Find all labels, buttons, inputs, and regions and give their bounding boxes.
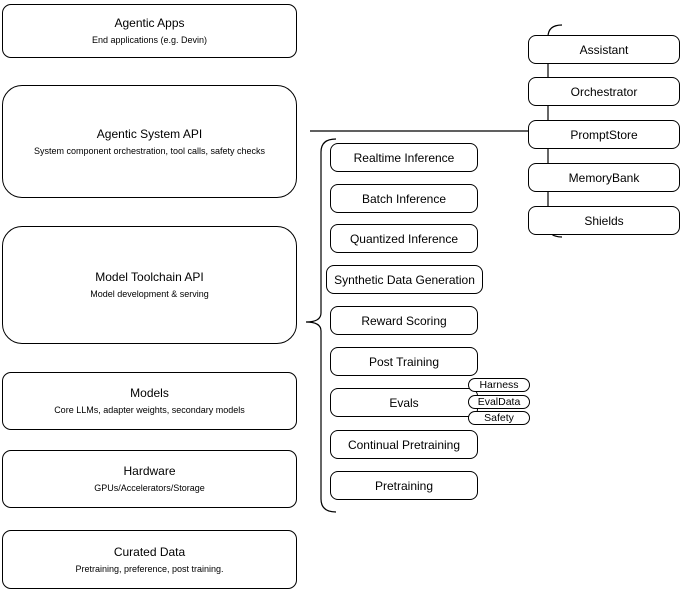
node-label: MemoryBank xyxy=(568,170,640,185)
node-curated-data: Curated Data Pretraining, preference, po… xyxy=(2,530,297,589)
node-subtitle: End applications (e.g. Devin) xyxy=(91,35,208,45)
node-title: Agentic Apps xyxy=(114,16,185,30)
node-subtitle: Model development & serving xyxy=(90,289,209,299)
node-assistant: Assistant xyxy=(528,35,680,64)
node-post-training: Post Training xyxy=(330,347,478,376)
node-hardware: Hardware GPUs/Accelerators/Storage xyxy=(2,450,297,508)
node-subtitle: System component orchestration, tool cal… xyxy=(33,145,266,156)
node-title: Agentic System API xyxy=(96,126,203,141)
node-label: Quantized Inference xyxy=(349,231,459,246)
node-label: PromptStore xyxy=(570,127,638,142)
node-label: Assistant xyxy=(579,42,629,57)
tag-harness: Harness xyxy=(468,378,530,392)
node-agentic-apps: Agentic Apps End applications (e.g. Devi… xyxy=(2,4,297,58)
node-memorybank: MemoryBank xyxy=(528,163,680,192)
tag-label: Safety xyxy=(484,412,514,424)
node-label: Post Training xyxy=(368,354,440,369)
node-models: Models Core LLMs, adapter weights, secon… xyxy=(2,372,297,430)
node-evals: Evals xyxy=(330,388,478,417)
node-synthetic-data-generation: Synthetic Data Generation xyxy=(326,265,483,294)
node-title: Curated Data xyxy=(113,544,186,559)
node-label: Evals xyxy=(389,395,419,410)
node-title: Hardware xyxy=(123,464,176,478)
node-batch-inference: Batch Inference xyxy=(330,184,478,213)
tag-safety: Safety xyxy=(468,411,530,425)
node-label: Pretraining xyxy=(374,478,434,493)
node-label: Shields xyxy=(584,213,624,228)
node-title: Models xyxy=(130,386,169,400)
tag-evaldata: EvalData xyxy=(468,395,530,409)
node-label: Orchestrator xyxy=(570,84,638,99)
node-label: Synthetic Data Generation xyxy=(334,272,475,287)
node-label: Batch Inference xyxy=(361,191,447,206)
node-agentic-system-api: Agentic System API System component orch… xyxy=(2,85,297,198)
tag-label: EvalData xyxy=(477,396,521,408)
node-subtitle: Pretraining, preference, post training. xyxy=(75,563,224,574)
node-realtime-inference: Realtime Inference xyxy=(330,143,478,172)
node-pretraining: Pretraining xyxy=(330,471,478,500)
node-subtitle: Core LLMs, adapter weights, secondary mo… xyxy=(54,405,245,415)
node-shields: Shields xyxy=(528,206,680,235)
node-reward-scoring: Reward Scoring xyxy=(330,306,478,335)
node-quantized-inference: Quantized Inference xyxy=(330,224,478,253)
node-label: Reward Scoring xyxy=(361,313,447,328)
node-model-toolchain-api: Model Toolchain API Model development & … xyxy=(2,226,297,344)
node-subtitle: GPUs/Accelerators/Storage xyxy=(94,483,205,493)
tag-label: Harness xyxy=(479,379,519,391)
node-orchestrator: Orchestrator xyxy=(528,77,680,106)
node-promptstore: PromptStore xyxy=(528,120,680,149)
node-title: Model Toolchain API xyxy=(95,270,204,284)
node-label: Continual Pretraining xyxy=(347,437,461,452)
node-continual-pretraining: Continual Pretraining xyxy=(330,430,478,459)
node-label: Realtime Inference xyxy=(353,150,455,165)
